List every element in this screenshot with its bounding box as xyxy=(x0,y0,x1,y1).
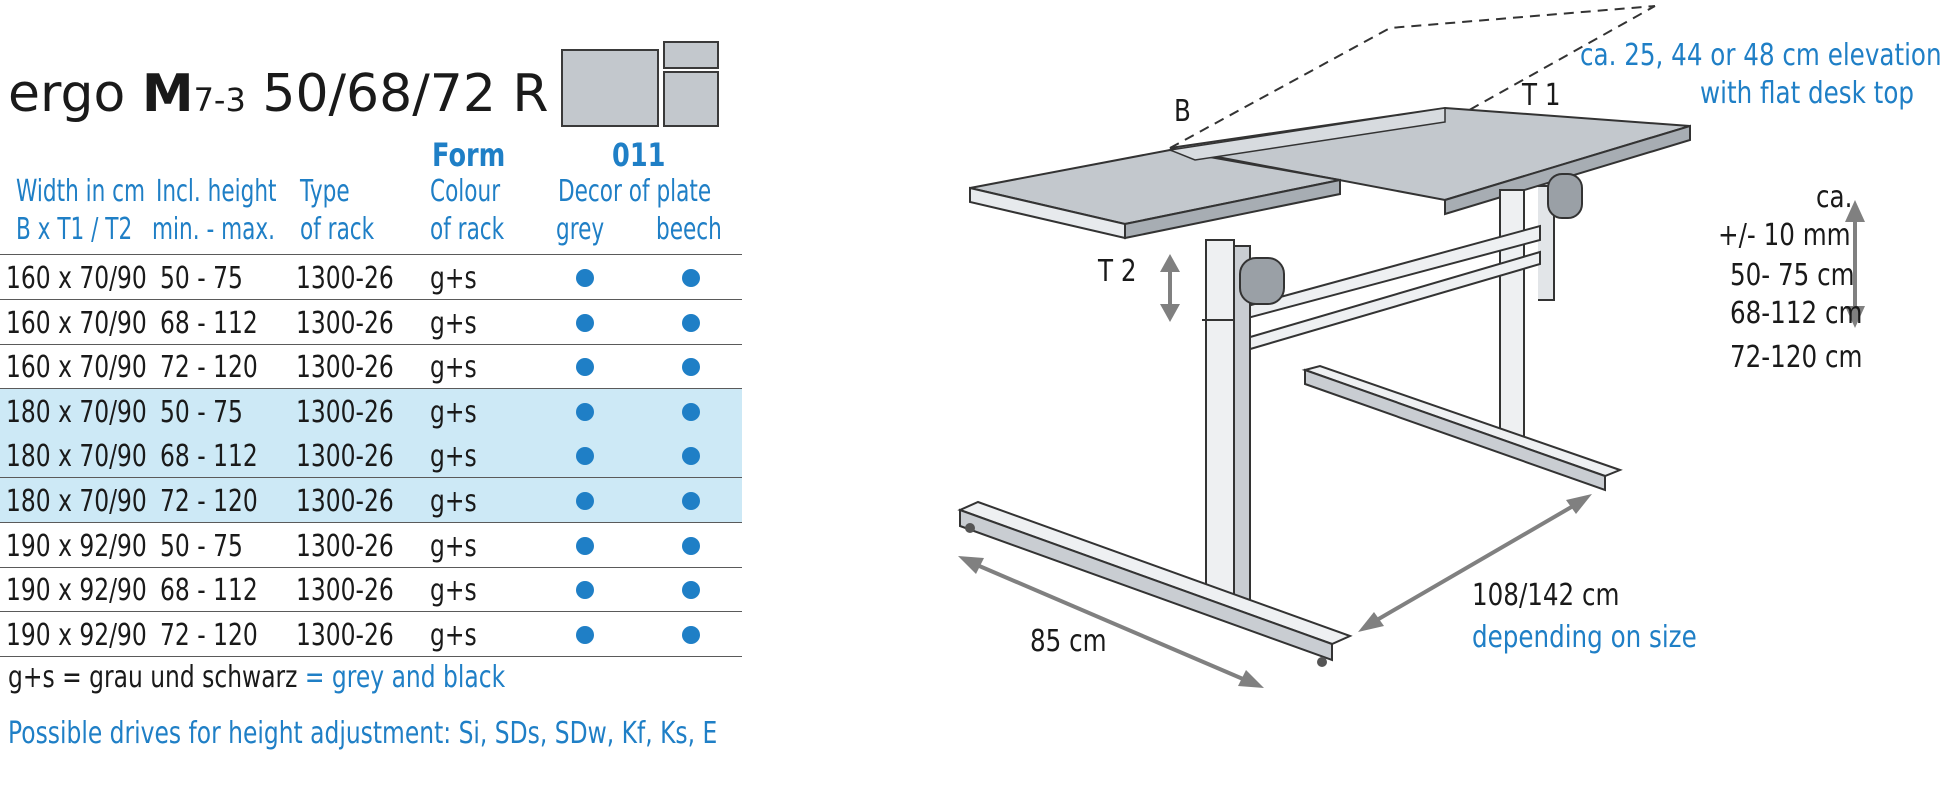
length-note: depending on size xyxy=(1472,620,1697,655)
beech-available-dot xyxy=(682,402,700,421)
cell-size: 180 x 70/90 xyxy=(6,394,147,430)
header-beech: beech xyxy=(656,212,722,247)
table-row: 160 x 70/90 72 - 120 1300-26 g+s xyxy=(0,344,742,390)
table-row: 160 x 70/90 50 - 75 1300-26 g+s xyxy=(0,255,742,300)
header-grey: grey xyxy=(556,212,605,247)
grey-available-dot xyxy=(576,625,594,644)
cell-size: 190 x 92/90 xyxy=(6,573,147,609)
cell-height: 68 - 112 xyxy=(160,573,258,609)
cell-height: 50 - 75 xyxy=(160,528,243,564)
decor-code: 011 xyxy=(612,136,666,174)
cell-size: 180 x 70/90 xyxy=(6,439,147,475)
cell-colour: g+s xyxy=(430,394,477,430)
header-decor: Decor of plate xyxy=(558,174,712,209)
cell-colour: g+s xyxy=(430,261,477,296)
cell-size: 160 x 70/90 xyxy=(6,305,147,341)
cell-colour: g+s xyxy=(430,484,477,519)
cell-type: 1300-26 xyxy=(296,617,394,653)
drives-note: Possible drives for height adjustment: S… xyxy=(8,716,718,751)
legend-note: g+s = grau und schwarz = grey and black xyxy=(8,660,505,695)
grey-available-dot xyxy=(576,447,594,466)
grey-available-dot xyxy=(576,536,594,555)
desk-diagram xyxy=(957,5,1865,688)
form-label: Form xyxy=(432,136,506,174)
cell-type: 1300-26 xyxy=(296,394,394,430)
tilt-label: +/- 10 mm xyxy=(1718,218,1851,253)
cell-height: 68 - 112 xyxy=(160,305,258,341)
beech-available-dot xyxy=(682,269,700,287)
product-table: 160 x 70/90 50 - 75 1300-26 g+s 160 x 70/90 6… xyxy=(0,254,742,657)
cell-type: 1300-26 xyxy=(296,350,394,386)
cell-size: 180 x 70/90 xyxy=(6,484,147,519)
grey-available-dot xyxy=(576,313,594,332)
cell-colour: g+s xyxy=(430,439,477,475)
header-width: Width in cm xyxy=(16,174,146,209)
cell-type: 1300-26 xyxy=(296,484,394,519)
header-width-sub: B x T1 / T2 xyxy=(16,212,133,247)
table-row: 190 x 92/90 50 - 75 1300-26 g+s xyxy=(0,523,742,568)
label-t2: T 2 xyxy=(1098,254,1137,289)
beech-available-dot xyxy=(682,358,700,377)
header-colour: Colour xyxy=(430,174,501,209)
table-row: 180 x 70/90 68 - 112 1300-26 g+s xyxy=(0,433,742,479)
grey-available-dot xyxy=(576,358,594,377)
beech-available-dot xyxy=(682,581,700,600)
cell-height: 72 - 120 xyxy=(160,484,258,519)
grey-available-dot xyxy=(576,269,594,287)
table-row: 190 x 92/90 68 - 112 1300-26 g+s xyxy=(0,567,742,613)
cell-type: 1300-26 xyxy=(296,439,394,475)
header-height: Incl. height xyxy=(156,174,277,209)
cell-size: 190 x 92/90 xyxy=(6,528,147,564)
elevation-text-2: with flat desk top xyxy=(1700,76,1914,111)
cell-type: 1300-26 xyxy=(296,261,394,296)
range-1: 50- 75 cm xyxy=(1730,258,1855,293)
beech-available-dot xyxy=(682,492,700,510)
header-height-sub: min. - max. xyxy=(152,212,276,247)
beech-available-dot xyxy=(682,536,700,555)
cell-type: 1300-26 xyxy=(296,528,394,564)
cell-type: 1300-26 xyxy=(296,573,394,609)
range-3: 72-120 cm xyxy=(1730,340,1863,375)
table-row: 190 x 92/90 72 - 120 1300-26 g+s xyxy=(0,612,742,657)
header-type: Type xyxy=(300,174,350,209)
cell-colour: g+s xyxy=(430,617,477,653)
label-b: B xyxy=(1174,94,1191,129)
cell-colour: g+s xyxy=(430,350,477,386)
cell-height: 50 - 75 xyxy=(160,394,243,430)
beech-available-dot xyxy=(682,447,700,466)
cell-colour: g+s xyxy=(430,305,477,341)
plate-layout-icon xyxy=(561,41,719,127)
beech-available-dot xyxy=(682,313,700,332)
legend-de: g+s = grau und schwarz xyxy=(8,660,298,695)
cell-size: 160 x 70/90 xyxy=(6,350,147,386)
cell-type: 1300-26 xyxy=(296,305,394,341)
depth-label: 85 cm xyxy=(1030,624,1107,659)
beech-available-dot xyxy=(682,625,700,644)
cell-size: 190 x 92/90 xyxy=(6,617,147,653)
range-2: 68-112 cm xyxy=(1730,296,1863,331)
cell-height: 72 - 120 xyxy=(160,617,258,653)
grey-available-dot xyxy=(576,492,594,510)
table-row: 180 x 70/90 50 - 75 1300-26 g+s xyxy=(0,388,742,434)
table-row: 180 x 70/90 72 - 120 1300-26 g+s xyxy=(0,478,742,523)
product-title: ergo M7-3 50/68/72 R xyxy=(8,64,549,124)
cell-height: 72 - 120 xyxy=(160,350,258,386)
cell-size: 160 x 70/90 xyxy=(6,261,147,296)
header-colour-sub: of rack xyxy=(430,212,505,247)
cell-colour: g+s xyxy=(430,528,477,564)
ca-label: ca. xyxy=(1816,180,1853,215)
grey-available-dot xyxy=(576,402,594,421)
table-row: 160 x 70/90 68 - 112 1300-26 g+s xyxy=(0,300,742,345)
cell-height: 50 - 75 xyxy=(160,261,243,296)
length-label: 108/142 cm xyxy=(1472,578,1620,613)
cell-colour: g+s xyxy=(430,573,477,609)
legend-en: = grey and black xyxy=(304,660,506,695)
header-type-sub: of rack xyxy=(300,212,375,247)
cell-height: 68 - 112 xyxy=(160,439,258,475)
elevation-text-1: ca. 25, 44 or 48 cm elevation xyxy=(1580,38,1942,73)
label-t1: T 1 xyxy=(1522,78,1561,113)
grey-available-dot xyxy=(576,581,594,600)
